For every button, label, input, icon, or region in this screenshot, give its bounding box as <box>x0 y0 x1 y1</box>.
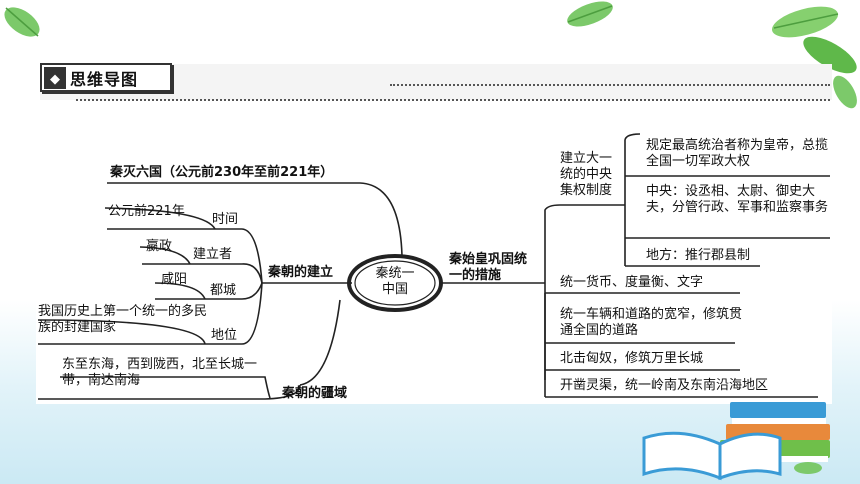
measure-great-wall: 北击匈奴，修筑万里长城 <box>560 351 704 366</box>
capital-label: 都城 <box>210 283 237 298</box>
central-item-local: 地方：推行郡县制 <box>646 248 751 263</box>
center-node-line1: 秦统一 <box>375 266 415 281</box>
svg-text:◆: ◆ <box>50 72 60 87</box>
territory-value: 东至东海，西到陇西，北至长城一带，南达南海 <box>62 357 258 388</box>
time-value: 公元前221年 <box>108 204 185 219</box>
branch-establish-title: 秦朝的建立 <box>268 265 334 280</box>
leaf-decoration-top-icon <box>567 1 613 27</box>
status-value: 我国历史上第一个统一的多民族的封建国家 <box>38 304 208 335</box>
header-badge-icon: ◆ <box>44 67 66 89</box>
founder-value: 嬴政 <box>146 239 173 254</box>
page-title: 思维导图 <box>70 70 139 89</box>
measure-roads: 统一车辆和道路的宽窄，修筑贯通全国的道路 <box>560 307 743 338</box>
branch-territory-title: 秦朝的疆域 <box>282 386 348 401</box>
branch-conquest: 秦灭六国（公元前230年至前221年） <box>110 165 334 180</box>
branch-measures-title: 秦始皇巩固统一的措施 <box>449 252 528 283</box>
status-label: 地位 <box>211 328 238 343</box>
measure-unify-currency: 统一货币、度量衡、文字 <box>560 275 704 290</box>
leaf-decoration-left-icon <box>4 7 40 37</box>
header-bar <box>40 64 832 100</box>
center-node-line2: 中国 <box>381 282 408 297</box>
time-label: 时间 <box>212 212 239 227</box>
books-decoration-icon <box>642 402 830 481</box>
center-node: 秦统一 中国 <box>359 266 431 298</box>
leaf-decoration-right-icon <box>771 6 857 109</box>
header-divider <box>390 84 830 86</box>
founder-label: 建立者 <box>193 247 233 262</box>
central-system-label: 建立大一统的中央集权制度 <box>560 151 613 198</box>
capital-value: 咸阳 <box>161 272 188 287</box>
measure-lingqu: 开凿灵渠，统一岭南及东南沿海地区 <box>560 378 769 393</box>
central-item-central: 中央：设丞相、太尉、御史大夫，分管行政、军事和监察事务 <box>646 184 829 215</box>
header-divider-bottom <box>76 99 830 101</box>
central-item-emperor: 规定最高统治者称为皇帝，总揽全国一切军政大权 <box>646 138 829 169</box>
